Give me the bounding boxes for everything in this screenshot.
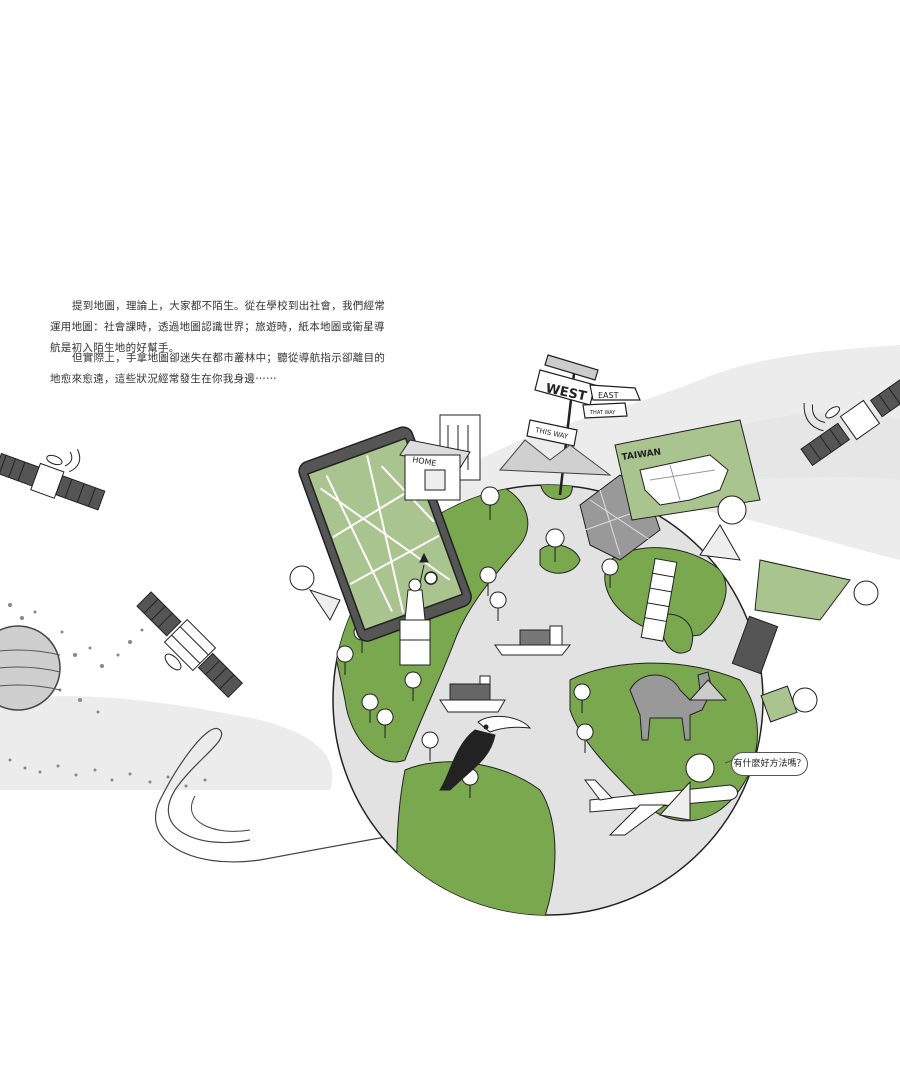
satellite-top-right xyxy=(800,373,900,467)
person-left xyxy=(289,565,341,621)
taiwan-map: TAIWAN xyxy=(614,419,761,521)
cloud-band-left xyxy=(0,696,333,790)
continent-south-america xyxy=(396,761,556,915)
leaning-tower xyxy=(640,557,678,642)
mountains xyxy=(498,439,612,476)
airplane xyxy=(584,779,738,836)
sign-that-way: THAT WAY xyxy=(589,410,616,416)
home-building: HOME xyxy=(399,414,481,501)
intro-paragraph-1: 提到地圖，理論上，大家都不陌生。從在學校到出社會，我們經常運用地圖：社會課時，透… xyxy=(50,300,386,354)
ship-cargo xyxy=(494,625,572,656)
satellite-top-left xyxy=(0,449,106,511)
person-reading xyxy=(760,685,818,723)
planet xyxy=(0,625,61,711)
toucan xyxy=(439,715,532,791)
person-right-dress xyxy=(731,559,879,675)
person-right-top xyxy=(699,495,747,561)
island-2 xyxy=(539,485,573,500)
speech-bubble: 有什麼好方法嗎？ xyxy=(731,752,808,776)
dotted-trail xyxy=(6,603,207,788)
ship-container xyxy=(439,675,506,713)
satellite-mid-left xyxy=(136,591,244,699)
pyramids xyxy=(688,679,728,701)
sign-east: EAST xyxy=(598,391,619,400)
home-sign: HOME xyxy=(412,455,437,468)
person-wondering xyxy=(659,753,715,821)
intro-paragraph-2: 但實際上，手拿地圖卻迷失在都市叢林中；聽從導航指示卻離目的地愈來愈遠，這些狀況經… xyxy=(50,352,386,385)
statue xyxy=(399,552,431,666)
